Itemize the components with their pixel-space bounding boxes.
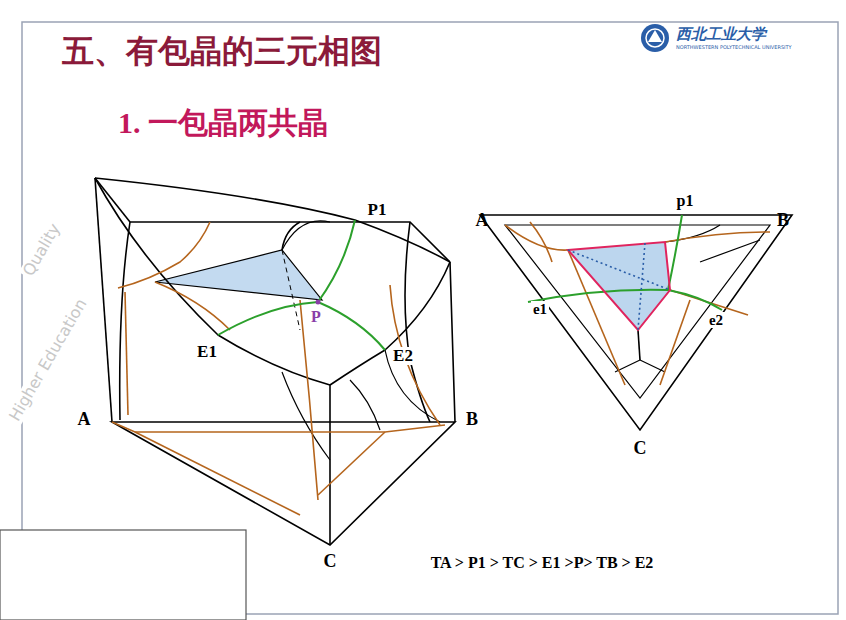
vertex-label: B [466,410,478,430]
logo-subtext: NORTHWESTERN POLYTECHNICAL UNIVERSITY [676,45,792,51]
point-label: e2 [707,312,725,329]
vertex-label: A [476,211,489,231]
slide-subtitle: 1. 一包晶两共晶 [118,106,328,139]
point-label: p1 [675,192,696,210]
slide-title: 五、有包晶的三元相图 [62,34,382,69]
vertex-label: B [777,211,789,231]
point-label: E1 [195,343,219,362]
point-label: P1 [366,201,389,220]
point-label: E2 [391,347,415,366]
temperature-order: TA > P1 > TC > E1 >P> TB > E2 [431,554,654,572]
point-label: e1 [531,301,549,318]
point-label: P [309,308,323,326]
logo-text: 西北工业大学 [676,26,766,43]
vertex-label: C [634,439,647,459]
vertex-label: A [78,410,91,430]
vertex-label: C [324,552,337,572]
